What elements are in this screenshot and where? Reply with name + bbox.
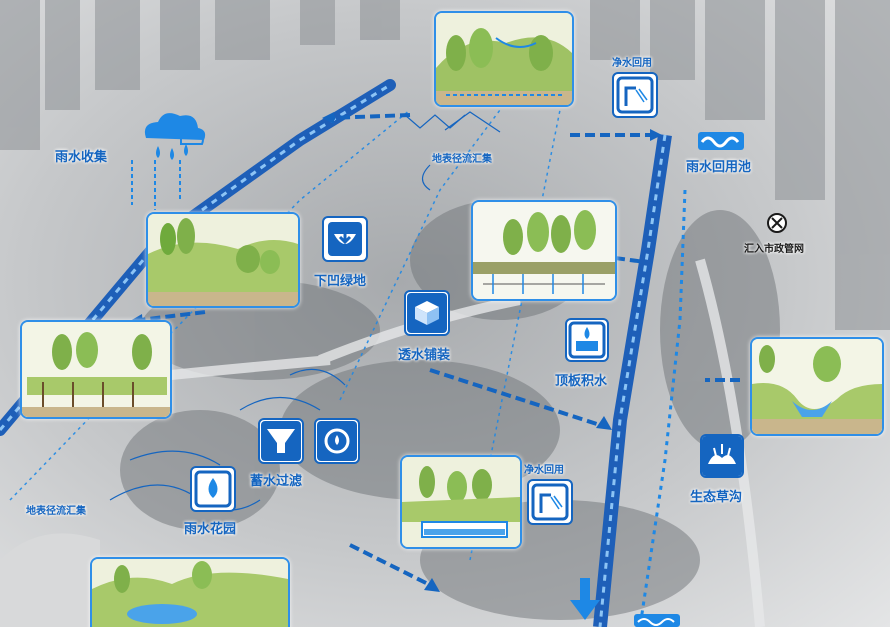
water-tank-icon bbox=[565, 318, 609, 362]
label-roof-water-storage: 顶板积水 bbox=[555, 374, 608, 389]
outlet-x-icon bbox=[766, 212, 788, 234]
label-rain-garden: 雨水花园 bbox=[184, 522, 237, 537]
sunken-basin-icon bbox=[322, 216, 368, 262]
building-silhouettes bbox=[0, 0, 890, 330]
rain-garden-icon bbox=[190, 466, 236, 512]
label-permeable-paving: 透水铺装 bbox=[398, 348, 451, 363]
swale-icon bbox=[700, 434, 744, 478]
panel-top-park bbox=[434, 11, 574, 107]
recycle-icon bbox=[314, 418, 360, 464]
label-surface-runoff-top: 地表径流汇集 bbox=[432, 154, 492, 165]
panel-terrace-garden bbox=[20, 320, 172, 419]
swale-scene bbox=[752, 339, 882, 434]
shower-icon-bottom bbox=[527, 479, 573, 525]
panel-storage-pool bbox=[400, 455, 522, 549]
panel-swale bbox=[750, 337, 884, 436]
label-rain-reuse-pool: 雨水回用池 bbox=[686, 160, 752, 175]
water-channel-right bbox=[593, 133, 687, 627]
storage-scene bbox=[402, 457, 520, 547]
rain-drops bbox=[131, 160, 181, 210]
label-surface-runoff-left: 地表径流汇集 bbox=[26, 506, 86, 517]
paving-scene bbox=[473, 202, 615, 299]
down-arrow bbox=[570, 578, 600, 620]
label-clean-water-reuse-top: 净水回用 bbox=[612, 58, 652, 69]
arrow-heads bbox=[130, 112, 662, 592]
wave-icon bbox=[698, 130, 744, 152]
park-scene bbox=[436, 13, 572, 105]
label-to-municipal: 汇入市政管网 bbox=[744, 244, 804, 255]
wave-icon-bottom bbox=[634, 612, 680, 627]
rain-cloud-icon bbox=[136, 108, 210, 164]
terrace-scene bbox=[22, 322, 170, 417]
label-clean-water-reuse-bottom: 净水回用 bbox=[524, 465, 564, 476]
filter-icon bbox=[258, 418, 304, 464]
sunken-green-scene bbox=[148, 214, 298, 306]
panel-rain-garden bbox=[90, 557, 290, 627]
permeable-paving-icon bbox=[404, 290, 450, 336]
panel-permeable-paving bbox=[471, 200, 617, 301]
guide-lines bbox=[9, 109, 561, 561]
panel-sunken-green bbox=[146, 212, 300, 308]
label-sunken-green: 下凹绿地 bbox=[314, 274, 367, 289]
shower-icon-top bbox=[612, 72, 658, 118]
label-eco-swale: 生态草沟 bbox=[690, 490, 743, 505]
runoff-swirls bbox=[109, 111, 501, 511]
label-storage-filter: 蓄水过滤 bbox=[250, 474, 303, 489]
stadium-dome bbox=[0, 533, 100, 627]
rain-garden-scene bbox=[92, 559, 288, 627]
label-rain-collection: 雨水收集 bbox=[55, 150, 108, 165]
flow-arrows bbox=[139, 113, 740, 587]
